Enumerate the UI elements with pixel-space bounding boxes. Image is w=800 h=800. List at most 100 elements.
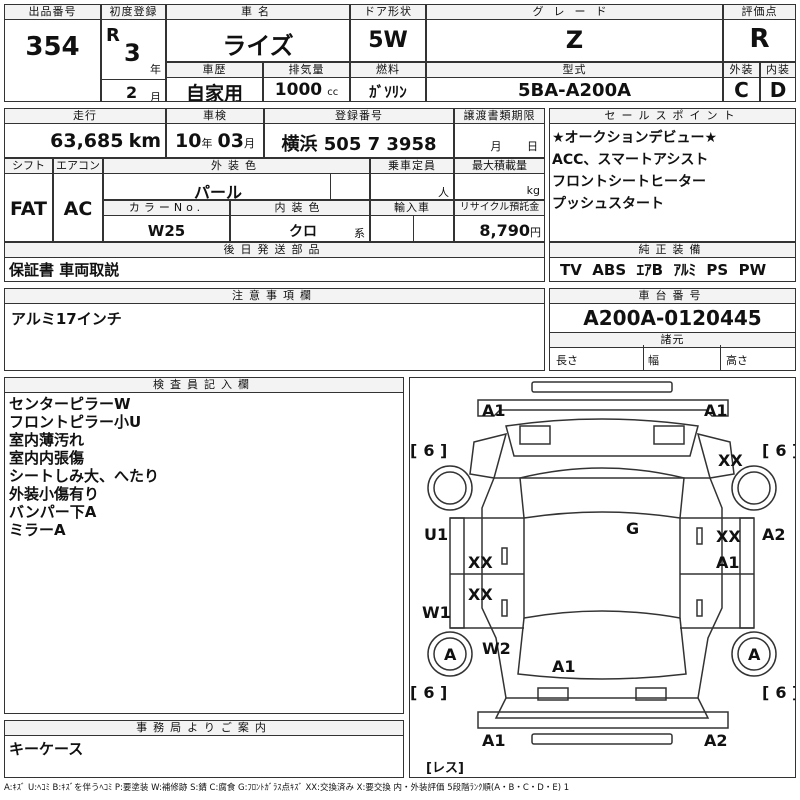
sales-point: プッシュスタート	[552, 196, 664, 212]
color: パール	[194, 183, 243, 200]
era: R	[106, 25, 120, 46]
recycle-box: リサイクル預託金 8,790円	[454, 200, 545, 242]
mark-right-fender: XX	[718, 451, 743, 470]
divider	[643, 345, 644, 370]
model-box: 型式 5BA-A200A	[426, 62, 723, 102]
inspection-box: 車検 10年 03月	[166, 108, 264, 158]
door-label: ドア形状	[351, 5, 425, 20]
reg-month-unit: 月	[150, 91, 161, 102]
fuel-box: 燃料 ｶﾞｿﾘﾝ	[350, 62, 426, 102]
mileage-box: 走行 63,685 km	[4, 108, 166, 158]
wheel-fr-inner-shape	[737, 471, 771, 505]
mark-front-right: A1	[704, 401, 728, 420]
sales-points-box: セールスポイント ★オークションデビュー★ ACC、スマートアシスト フロントシ…	[549, 108, 796, 242]
mark-left-door-front: XX	[468, 553, 493, 572]
headlight-right-shape	[653, 425, 685, 445]
sales-point: ACC、スマートアシスト	[552, 152, 709, 168]
divider	[413, 216, 414, 241]
wheel-fr-shape	[731, 465, 777, 511]
right-handle-shape	[696, 599, 703, 617]
tire-rr-depth: [6 ]	[762, 683, 795, 702]
exterior-grade: C	[734, 78, 749, 102]
wheel-rr-inner-shape	[737, 637, 771, 671]
history-box: 車歴 自家用	[166, 62, 263, 102]
exterior-label: 外装	[724, 63, 759, 78]
rear-bumper-shape	[477, 711, 729, 729]
mark-roof: G	[626, 519, 639, 538]
inspection-label: 車検	[167, 109, 263, 124]
sales-point: ★オークションデビュー★	[552, 130, 718, 146]
tire-fr-value: 6	[775, 441, 786, 460]
notes-box: 注意事項欄 アルミ17インチ	[4, 288, 545, 371]
mark-left-rear-fender: W2	[482, 639, 511, 658]
equipment-box: 純正装備 TV ABS ｴｱB ｱﾙﾐ PS PW	[549, 242, 796, 282]
width-label: 幅	[648, 354, 659, 367]
lot-number: 354	[25, 32, 80, 62]
aircon-label: エアコン	[54, 159, 102, 174]
import-label: 輸入車	[371, 201, 453, 216]
mark-left-door-rear: XX	[468, 585, 493, 604]
inspector-line: バンパー下A	[9, 503, 97, 521]
chassis-label: 車台番号	[550, 289, 795, 304]
interior-color-box: 内装色 クロ 系	[230, 200, 370, 242]
car-diagram-box: A1 A1 [6 ] [6 ] XX U1 A2 G XX XX XX A1 W…	[409, 377, 796, 778]
registration-number-box: 登録番号 横浜 505 7 3958	[264, 108, 454, 158]
model-label: 型式	[427, 63, 722, 78]
rear-window-shape	[517, 617, 687, 680]
legend: A:ｷｽﾞ U:ﾍｺﾐ B:ｷｽﾞを伴うﾍｺﾐ P:要塗装 W:補修跡 S:錆 …	[4, 783, 570, 793]
interior-grade: D	[769, 78, 787, 102]
score-label: 評価点	[724, 5, 795, 20]
model: 5BA-A200A	[517, 80, 632, 101]
interior-label: 内装	[761, 63, 795, 78]
history: 自家用	[185, 83, 243, 102]
door-type: 5W	[368, 28, 408, 53]
transfer-month-unit: 月	[490, 140, 502, 153]
front-bumper-shape	[477, 399, 729, 417]
inspector-line: 外装小傷有り	[9, 485, 100, 503]
inspection-month-unit: 月	[244, 137, 255, 150]
displacement-unit: cc	[327, 87, 339, 98]
mileage: 63,685	[50, 130, 124, 152]
score: R	[749, 24, 770, 54]
mark-right-edge: A2	[762, 525, 786, 544]
inspector-line: ミラーA	[9, 521, 66, 539]
sales-point: フロントシートヒーター	[552, 174, 706, 190]
inspection-year: 10	[175, 130, 202, 152]
inspector-line: 室内薄汚れ	[9, 431, 85, 449]
hood-shape	[505, 418, 699, 457]
trunk-shape	[494, 697, 710, 719]
car-name: ライズ	[222, 32, 294, 60]
tire-rl-depth: [6 ]	[410, 683, 447, 702]
notes-text: アルミ17インチ	[11, 310, 122, 328]
spec-label: 諸元	[550, 332, 795, 348]
taillight-right-shape	[635, 687, 667, 701]
interior-color-unit: 系	[354, 227, 365, 240]
reg-month: 2	[126, 83, 138, 102]
color-number-label: カラーNo.	[104, 201, 229, 216]
mark-right-door-front: XX	[716, 527, 741, 546]
office-text: キーケース	[9, 740, 84, 758]
divider	[102, 79, 165, 80]
exterior-box: 外装 C	[723, 62, 760, 102]
sales-points-label: セールスポイント	[550, 109, 795, 124]
displacement: 1000	[274, 80, 323, 100]
chassis-box: 車台番号 A200A-0120445 諸元 長さ 幅 高さ	[549, 288, 796, 371]
registration-number-label: 登録番号	[265, 109, 453, 124]
notes-label: 注意事項欄	[5, 289, 544, 304]
mark-trunk: A1	[552, 657, 576, 676]
import-box: 輸入車	[370, 200, 454, 242]
shift: FAT	[10, 198, 47, 220]
mark-left-edge: U1	[424, 525, 448, 544]
wheel-fl-inner-shape	[433, 471, 467, 505]
right-handle-shape	[696, 527, 703, 545]
wheel-rl-inner-shape	[433, 637, 467, 671]
grade-box: グレード Z	[426, 4, 723, 62]
height-label: 高さ	[726, 354, 748, 367]
later-parts-box: 後日発送部品 保証書 車両取説	[4, 242, 545, 282]
shift-box: シフト FAT	[4, 158, 53, 242]
transfer-deadline-box: 譲渡書類期限 月 日	[454, 108, 545, 158]
capacity-label: 乗車定員	[371, 159, 453, 174]
grade-label: グレード	[427, 5, 722, 20]
mark-left-sill: W1	[422, 603, 451, 622]
aircon-box: エアコン AC	[53, 158, 103, 242]
